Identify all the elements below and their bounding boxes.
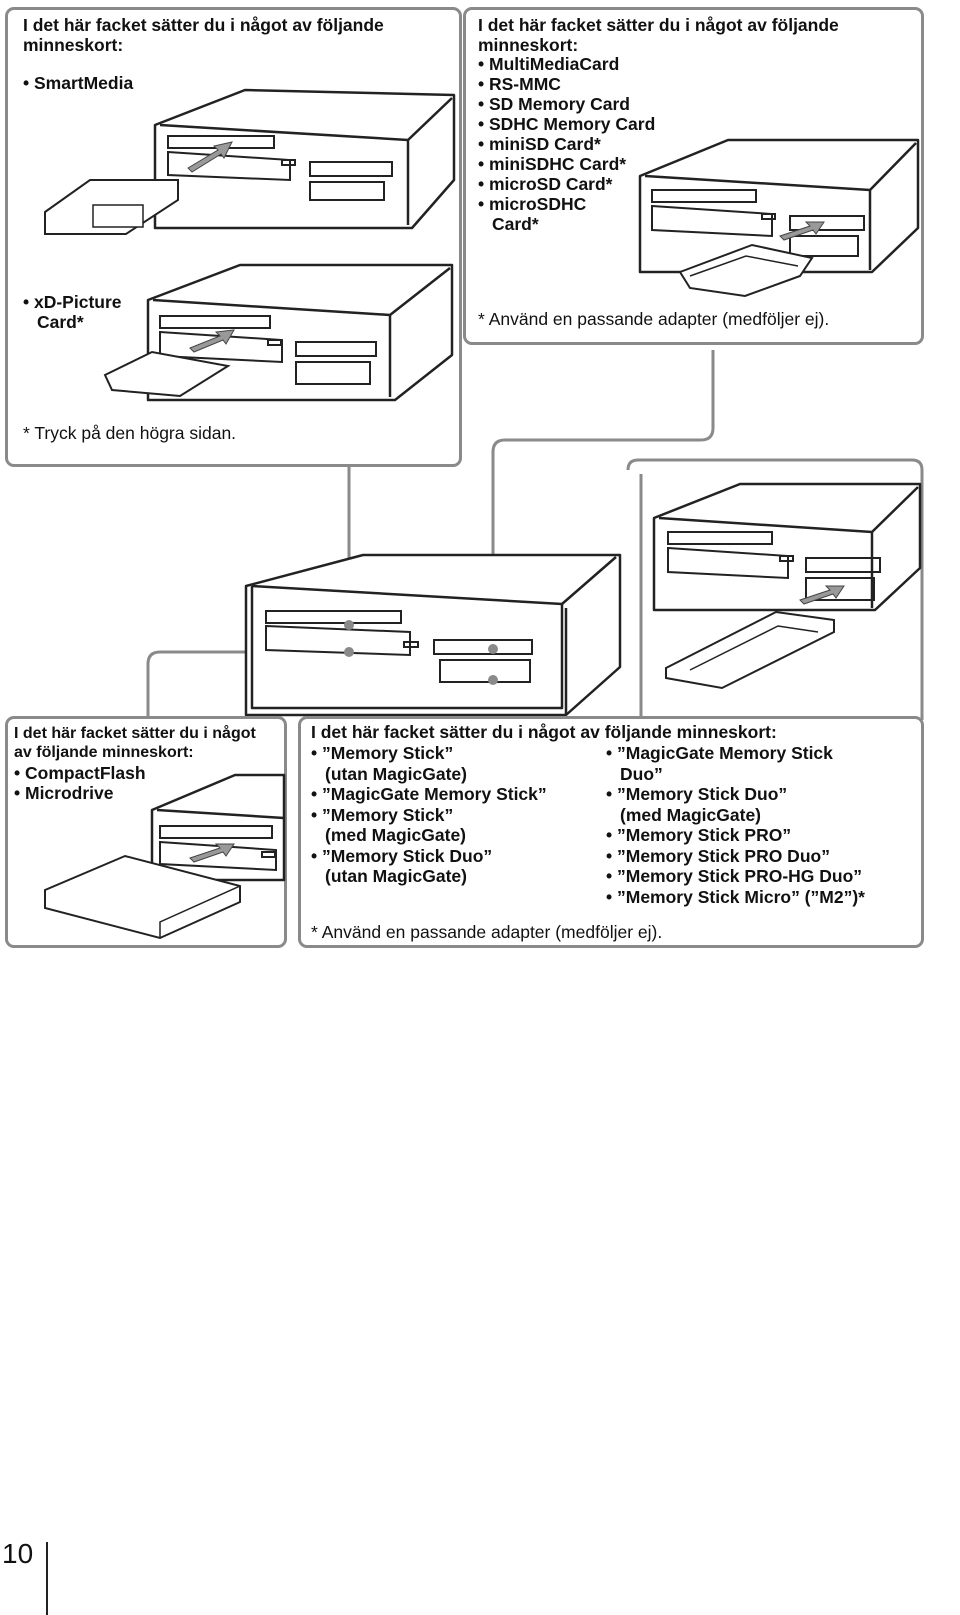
list-item: • SD Memory Card — [478, 94, 630, 114]
sd-heading: I det här facket sätter du i något av fö… — [478, 15, 839, 55]
ms-card-list-col2: • ”MagicGate Memory Stick Duo” • ”Memory… — [606, 743, 865, 907]
list-item: (med MagicGate) — [325, 825, 466, 845]
list-item: (utan MagicGate) — [325, 763, 467, 784]
list-item: • ”Memory Stick PRO” — [606, 825, 792, 845]
list-item: • miniSD Card* — [478, 134, 601, 154]
cf-card-list: • CompactFlash • Microdrive — [14, 763, 146, 803]
list-item: • ”MagicGate Memory Stick — [606, 743, 833, 763]
page-number-divider — [46, 1542, 48, 1615]
list-item: • miniSDHC Card* — [478, 154, 627, 174]
list-item: • ”Memory Stick PRO-HG Duo” — [606, 866, 863, 886]
list-item: • ”Memory Stick PRO Duo” — [606, 845, 830, 866]
list-item: • microSD Card* — [478, 174, 613, 194]
list-item: Duo” — [620, 763, 663, 784]
list-item: Card* — [37, 312, 84, 332]
list-item: • SmartMedia — [23, 73, 134, 93]
page-number: 10 — [2, 1538, 34, 1569]
ms-heading: I det här facket sätter du i något av fö… — [311, 722, 777, 742]
xd-card-list: • xD-Picture Card* — [23, 292, 122, 332]
list-item: • ”Memory Stick” — [311, 743, 454, 763]
list-item: (utan MagicGate) — [325, 866, 467, 886]
memory-stick-panel: I det här facket sätter du i något av fö… — [298, 716, 924, 948]
list-item: • MultiMediaCard — [478, 54, 620, 74]
ms-footnote: * Använd en passande adapter (medföljer … — [311, 922, 663, 942]
list-item: (med MagicGate) — [620, 804, 761, 825]
cf-heading: I det här facket sätter du i något av fö… — [14, 725, 256, 761]
list-item: • ”Memory Stick Duo” — [311, 845, 493, 866]
list-item: • Microdrive — [14, 783, 114, 803]
smartmedia-footnote: * Tryck på den högra sidan. — [23, 423, 237, 443]
list-item: • ”Memory Stick Micro” (”M2”)* — [606, 886, 865, 907]
list-item: • ”Memory Stick” — [311, 804, 454, 825]
list-item: • RS-MMC — [478, 74, 561, 94]
smartmedia-heading: I det här facket sätter du i något av fö… — [23, 15, 384, 55]
list-item: • microSDHC — [478, 194, 587, 214]
list-item: • CompactFlash — [14, 763, 146, 783]
smartmedia-card-list: • SmartMedia — [23, 73, 133, 93]
list-item: • ”MagicGate Memory Stick” — [311, 784, 547, 804]
list-item: • xD-Picture — [23, 292, 122, 312]
ms-card-list-col1: • ”Memory Stick” (utan MagicGate) • ”Mag… — [311, 743, 547, 887]
list-item: • SDHC Memory Card — [478, 114, 656, 134]
list-item: • ”Memory Stick Duo” — [606, 784, 788, 804]
sd-footnote: * Använd en passande adapter (medföljer … — [478, 309, 830, 329]
sd-card-list: • MultiMediaCard • RS-MMC • SD Memory Ca… — [478, 54, 655, 234]
list-item: Card* — [492, 214, 539, 234]
